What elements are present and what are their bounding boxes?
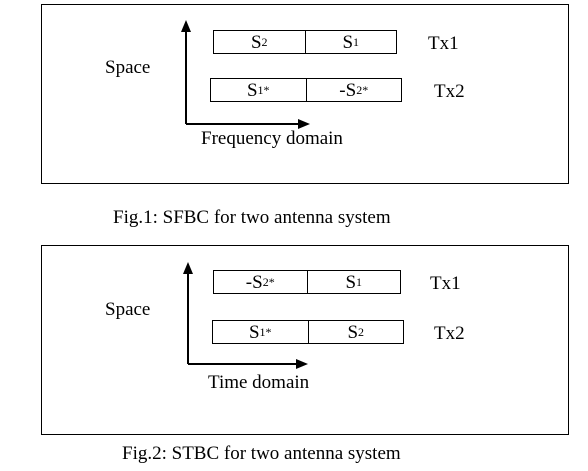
fig1-frame — [41, 4, 569, 184]
fig1-axis-label: Frequency domain — [201, 128, 343, 149]
fig1-caption: Fig.1: SFBC for two antenna system — [113, 207, 391, 228]
fig2-axis-label: Time domain — [208, 372, 310, 393]
fig1-right-arrow-icon — [298, 119, 310, 129]
fig2-right-arrow-icon — [296, 359, 308, 369]
fig2-up-arrow-icon — [183, 262, 193, 274]
fig2-tx1-label: Tx1 — [430, 273, 461, 294]
fig2-tx2-label: Tx2 — [434, 323, 465, 344]
fig2-axes — [183, 262, 308, 369]
fig2-space-label: Space — [105, 299, 151, 320]
fig2-frame — [41, 245, 569, 435]
fig1-axes — [181, 20, 310, 129]
fig2-caption: Fig.2: STBC for two antenna system — [122, 443, 401, 464]
fig1-tx2-label: Tx2 — [434, 81, 465, 102]
fig1-tx1-label: Tx1 — [428, 33, 459, 54]
fig1-up-arrow-icon — [181, 20, 191, 32]
fig1-space-label: Space — [105, 57, 151, 78]
